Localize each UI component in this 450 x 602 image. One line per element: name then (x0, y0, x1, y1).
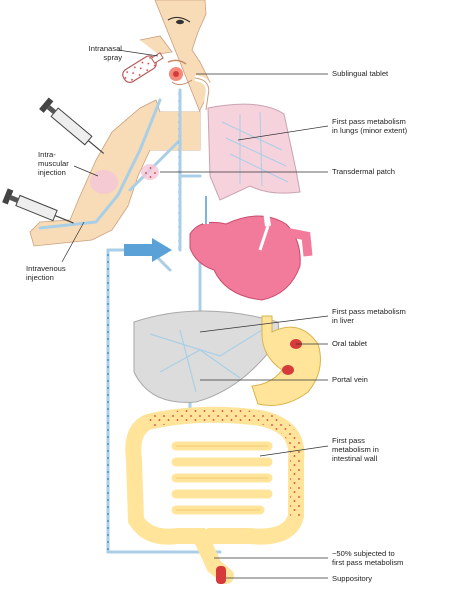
portal-vein-label: Portal vein (332, 375, 368, 384)
intravenous-injection-label: Intravenous injection (26, 264, 66, 283)
rectal-first-pass-label: ~50% subjected to first pass metabolism (332, 549, 404, 568)
lungs-first-pass-label: First pass metabolism in lungs (minor ex… (332, 117, 408, 136)
transdermal-patch-label: Transdermal patch (332, 167, 396, 176)
suppository-icon (216, 566, 226, 584)
stomach (251, 315, 321, 406)
syringe-icon (39, 97, 105, 154)
venous-return-arrow-icon (124, 238, 172, 262)
face (139, 16, 193, 86)
intestines (125, 406, 305, 584)
liver (133, 310, 280, 403)
nasal-spray-icon (122, 52, 164, 83)
suppository-label: Suppository (332, 574, 373, 583)
intramuscular-injection-label: Intra- muscular injection (38, 150, 69, 178)
syringe-icon (2, 188, 74, 224)
lungs (207, 103, 301, 201)
intramuscular-site (90, 170, 118, 194)
oral-tablet-label: Oral tablet (332, 339, 368, 348)
sublingual-tablet-label: Sublingual tablet (332, 69, 389, 78)
intranasal-spray-label: Intranasal spray (88, 44, 122, 63)
eye-icon (176, 19, 184, 25)
liver-first-pass-label: First pass metabolism in liver (332, 307, 406, 326)
body-silhouette (29, 0, 211, 247)
leader-lines (61, 49, 329, 579)
intestinal-wall-first-pass-label: First pass metabolism in intestinal wall (332, 436, 379, 464)
heart (189, 195, 313, 301)
